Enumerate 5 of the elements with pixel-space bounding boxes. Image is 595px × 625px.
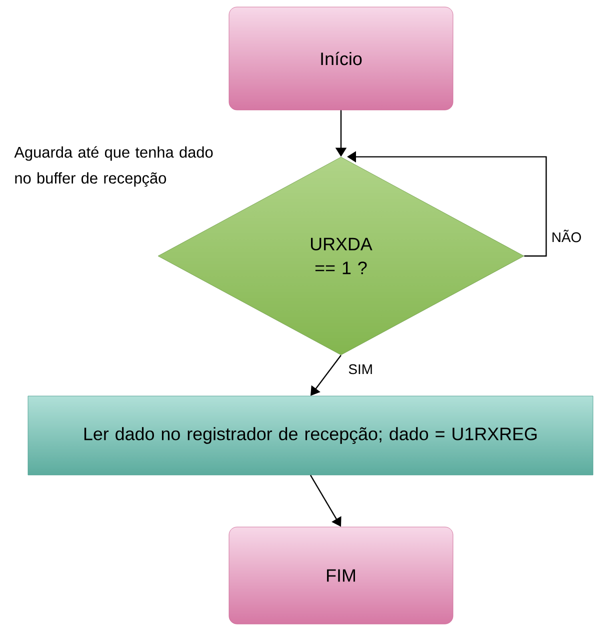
process-box: Ler dado no registrador de recepção; dado = U1RXREG xyxy=(28,396,594,476)
terminal-box: Início xyxy=(228,6,454,110)
edge-label: SIM xyxy=(347,363,374,376)
terminal-box: FIM xyxy=(228,526,454,624)
edge-label: NÃO xyxy=(550,228,583,244)
